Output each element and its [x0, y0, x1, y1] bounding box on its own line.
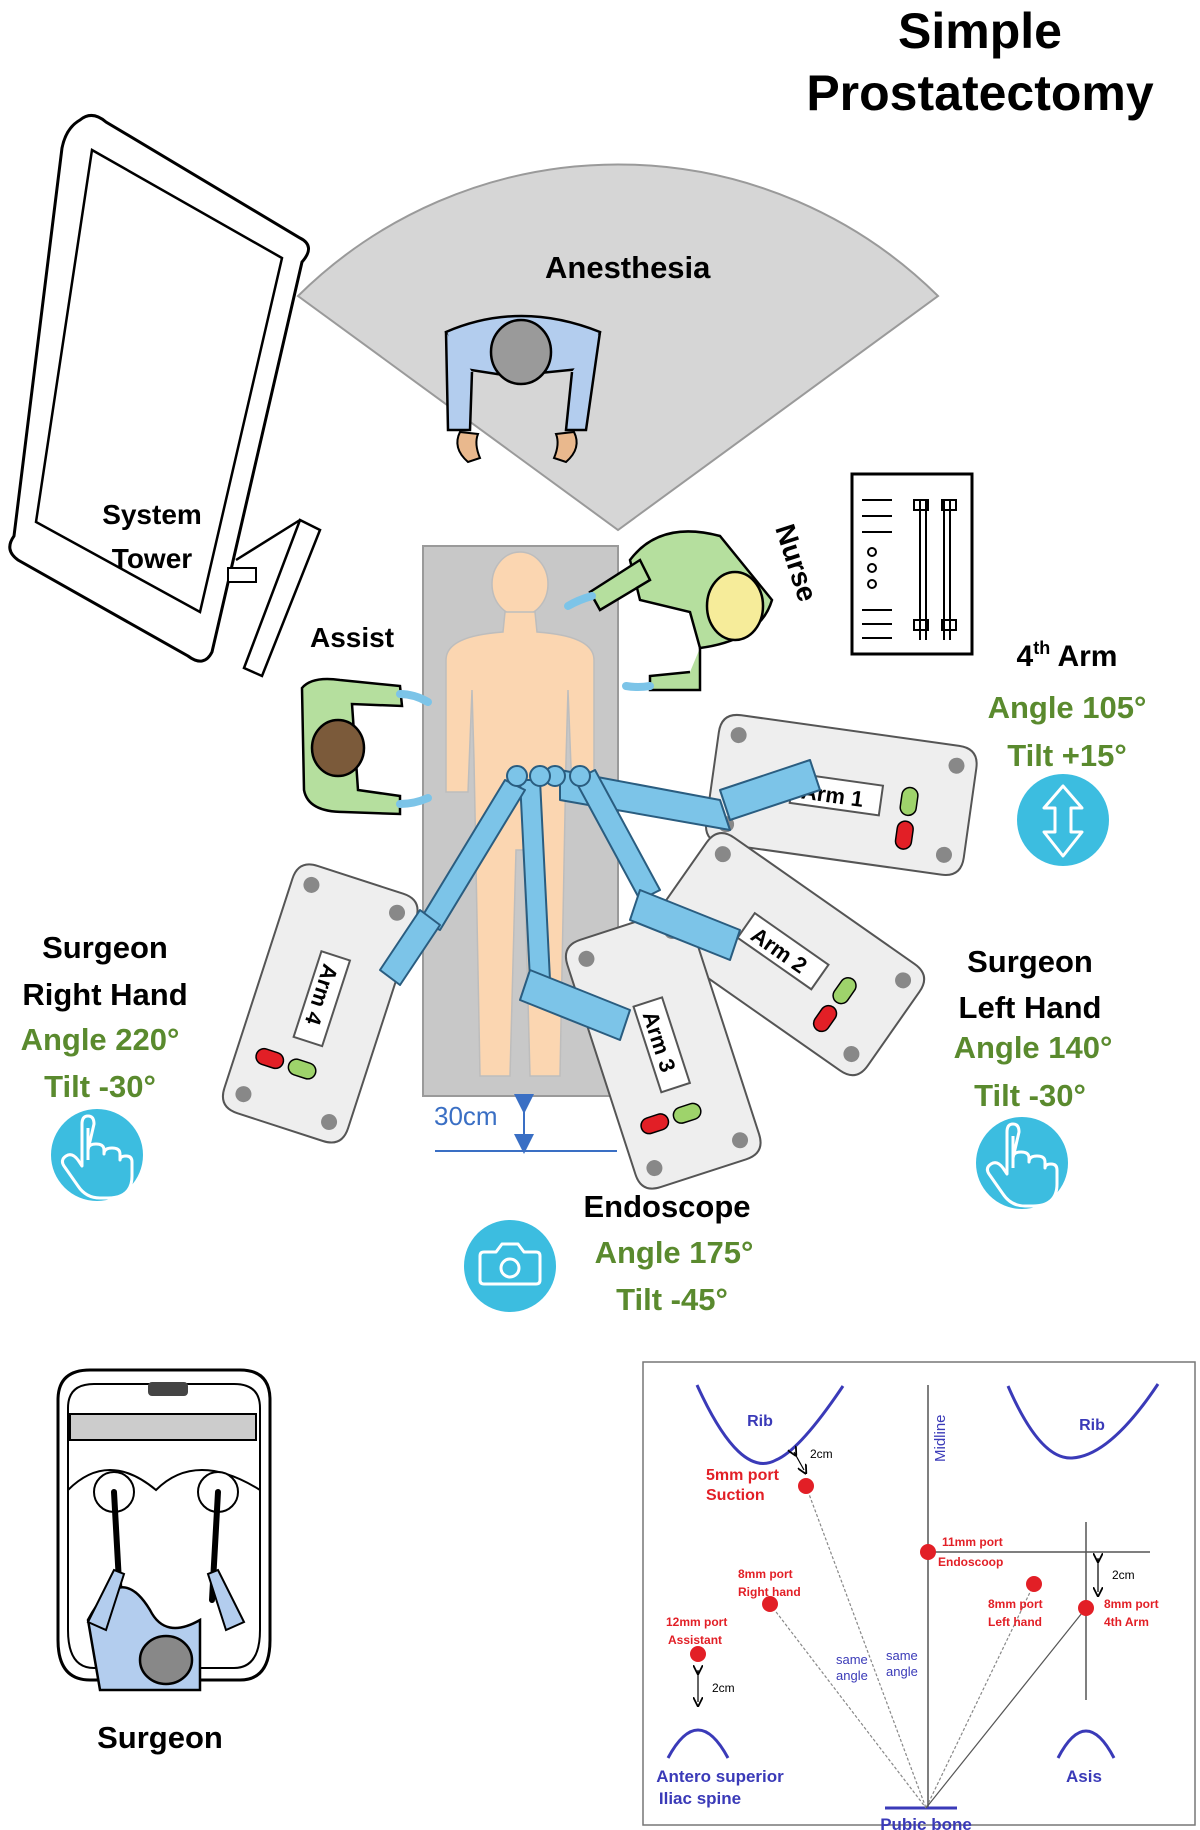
surgeon-left-line-2: Left Hand	[959, 990, 1102, 1025]
endoscope-port-name: Endoscoop	[938, 1555, 1003, 1569]
suction-gap-label: 2cm	[810, 1447, 833, 1461]
surgeon-console: Surgeon	[56, 1368, 272, 1755]
right-hand-port	[762, 1596, 778, 1612]
surgeon-right-tilt: Tilt -30°	[44, 1069, 156, 1104]
assistant-figure: Assist	[300, 622, 432, 816]
assist-label: Assist	[310, 622, 394, 653]
robot-arm-linkages	[379, 759, 821, 1041]
camera-icon	[464, 1220, 556, 1312]
endoscope-settings: Endoscope Angle 175° Tilt -45°	[464, 1189, 753, 1317]
fourth-arm-port-size: 8mm port	[1104, 1597, 1159, 1611]
up-down-arrows-icon	[1017, 774, 1109, 866]
title-line-2: Prostatectomy	[806, 65, 1154, 121]
title-line-1: Simple	[898, 3, 1062, 59]
surgeon-right-line-2: Right Hand	[22, 977, 187, 1012]
diagram-title: Simple Prostatectomy	[760, 0, 1200, 124]
fourth-arm-angle: Angle 105°	[988, 690, 1147, 725]
nurse-label: Nurse	[769, 520, 823, 605]
arm-3-unit: Arm 3	[564, 909, 762, 1190]
same-angle-label-1a: same	[836, 1652, 868, 1667]
same-angle-label-2a: same	[886, 1648, 918, 1663]
surgeon-right-angle: Angle 220°	[21, 1022, 180, 1057]
fourth-arm-settings: 4th Arm Angle 105° Tilt +15°	[988, 638, 1147, 866]
surgeon-right-hand-settings: Surgeon Right Hand Angle 220° Tilt -30°	[21, 930, 188, 1201]
arm-4-unit: Arm 4	[221, 863, 419, 1144]
left-hand-port-name: Left hand	[988, 1615, 1042, 1629]
fourth-arm-port	[1078, 1600, 1094, 1616]
anesthesia-label: Anesthesia	[545, 250, 711, 285]
suction-port-size: 5mm port	[706, 1467, 780, 1484]
distance-label: 30cm	[434, 1101, 498, 1131]
rib-left-label: Rib	[747, 1413, 773, 1430]
port-placement-diagram: Rib Rib Midline Pubic bone Antero superi…	[642, 1361, 1196, 1830]
arm-2-unit: Arm 2	[649, 832, 926, 1077]
assistant-gap-label: 2cm	[712, 1681, 735, 1695]
rib-right-label: Rib	[1079, 1417, 1105, 1434]
left-hand-port	[1026, 1576, 1042, 1592]
same-angle-label-1b: angle	[836, 1668, 868, 1683]
surgeon-right-line-1: Surgeon	[42, 930, 168, 965]
fourth-arm-port-name: 4th Arm	[1104, 1615, 1149, 1629]
surgeon-left-angle: Angle 140°	[954, 1030, 1113, 1065]
endoscope-tilt: Tilt -45°	[616, 1282, 728, 1317]
suction-port-name: Suction	[706, 1487, 765, 1504]
endoscope-port	[920, 1544, 936, 1560]
asis-left-label-2: Iliac spine	[659, 1789, 741, 1808]
surgeon-label: Surgeon	[97, 1720, 223, 1755]
surgeon-left-hand-settings: Surgeon Left Hand Angle 140° Tilt -30°	[954, 944, 1113, 1209]
endoscope-label: Endoscope	[583, 1189, 750, 1224]
surgeon-left-tilt: Tilt -30°	[974, 1078, 1086, 1113]
endoscope-angle: Angle 175°	[595, 1235, 754, 1270]
arm-1-unit: Arm 1	[704, 713, 978, 876]
surgeon-left-line-1: Surgeon	[967, 944, 1093, 979]
endoscope-port-size: 11mm port	[942, 1535, 1003, 1549]
system-tower-label-line-2: Tower	[112, 543, 192, 574]
left-hand-port-size: 8mm port	[988, 1597, 1043, 1611]
anesthesiologist-figure	[444, 314, 602, 464]
asis-right-label: Asis	[1066, 1767, 1102, 1786]
endoscope-gap-label: 2cm	[1112, 1568, 1135, 1582]
asis-left-label-1: Antero superior	[656, 1767, 784, 1786]
midline-label: Midline	[932, 1414, 949, 1462]
assistant-port-name: Assistant	[668, 1633, 722, 1647]
same-angle-label-2b: angle	[886, 1664, 918, 1679]
patient-figure	[445, 551, 595, 1077]
fourth-arm-title: 4th Arm	[1017, 638, 1118, 673]
instrument-tray	[850, 472, 974, 656]
system-tower-label-line-1: System	[102, 499, 202, 530]
distance-marker: 30cm	[434, 1094, 617, 1154]
system-tower: System Tower	[8, 114, 322, 678]
pubic-bone-label: Pubic bone	[880, 1815, 972, 1830]
right-hand-port-name: Right hand	[738, 1585, 801, 1599]
anesthesia-area: Anesthesia	[296, 163, 940, 532]
fourth-arm-tilt: Tilt +15°	[1007, 738, 1127, 773]
suction-port	[798, 1478, 814, 1494]
assistant-port	[690, 1646, 706, 1662]
assistant-port-size: 12mm port	[666, 1615, 727, 1629]
anesthesia-zone	[296, 163, 940, 532]
right-hand-port-size: 8mm port	[738, 1567, 793, 1581]
